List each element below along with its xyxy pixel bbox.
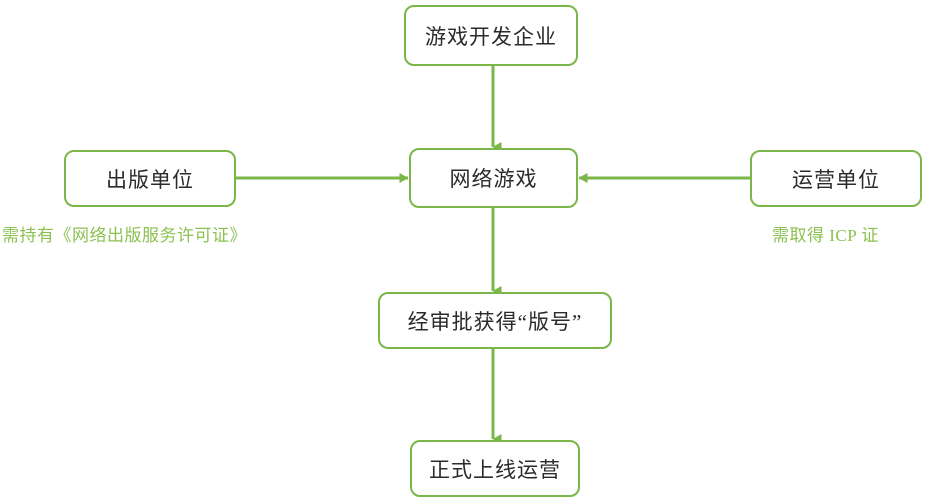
caption-operator-requirement: 需取得 ICP 证 [772, 226, 879, 245]
caption-publisher-requirement: 需持有《网络出版服务许可证》 [2, 226, 247, 245]
node-online-game[interactable]: 网络游戏 [409, 148, 578, 208]
node-operator[interactable]: 运营单位 [750, 150, 922, 207]
node-game-developer[interactable]: 游戏开发企业 [404, 5, 578, 66]
node-publisher-label: 出版单位 [106, 167, 194, 192]
node-game-developer-label: 游戏开发企业 [425, 24, 557, 49]
node-operator-label: 运营单位 [792, 167, 880, 192]
node-official-launch-label: 正式上线运营 [429, 457, 561, 482]
node-online-game-label: 网络游戏 [449, 167, 538, 191]
node-approval-banhao-label: 经审批获得“版号” [407, 309, 583, 334]
node-publisher[interactable]: 出版单位 [64, 150, 236, 207]
node-approval-banhao[interactable]: 经审批获得“版号” [378, 292, 612, 349]
node-official-launch[interactable]: 正式上线运营 [410, 440, 580, 497]
